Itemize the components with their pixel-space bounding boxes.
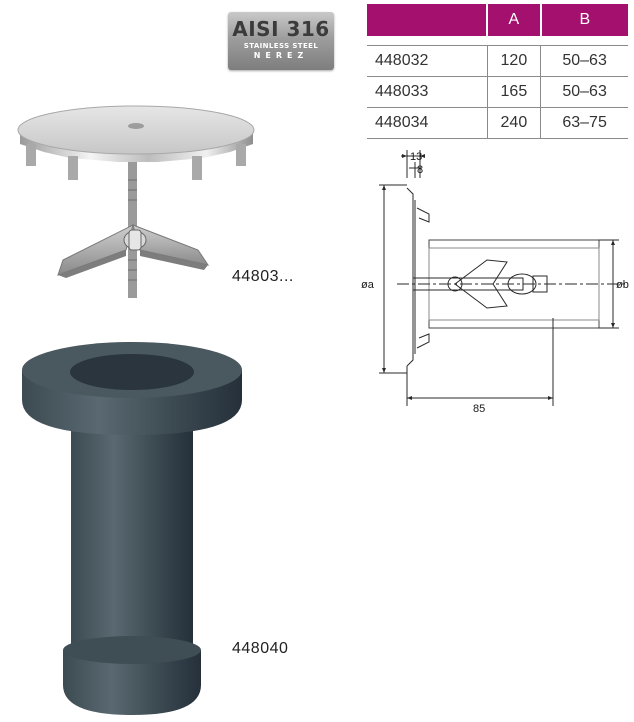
badge-subtitle-2: NEREZ bbox=[253, 51, 309, 60]
pvc-sleeve-image bbox=[22, 342, 242, 715]
cover-product-code: 44803... bbox=[232, 268, 294, 285]
table-cell-b: 50–63 bbox=[540, 76, 628, 108]
table-row: 448034 240 63–75 bbox=[367, 107, 628, 139]
stainless-cover-image bbox=[17, 105, 255, 298]
dim-8-label: 8 bbox=[417, 164, 423, 176]
table-row: 448033 165 50–63 bbox=[367, 76, 628, 108]
table-header-a: A bbox=[487, 4, 542, 36]
aisi-316-badge: AISI 316 STAINLESS STEEL NEREZ bbox=[228, 12, 334, 70]
table-cell-code: 448032 bbox=[367, 45, 488, 77]
table-row: 448032 120 50–63 bbox=[367, 45, 628, 77]
table-cell-b: 50–63 bbox=[540, 45, 628, 77]
table-spacer bbox=[367, 36, 628, 46]
table-cell-code: 448034 bbox=[367, 107, 488, 139]
badge-subtitle: STAINLESS STEEL bbox=[243, 42, 319, 50]
dimension-table: A B 448032 120 50–63 448033 165 50–63 44… bbox=[367, 4, 628, 139]
badge-title: AISI 316 bbox=[232, 17, 330, 41]
table-header-empty bbox=[367, 4, 489, 36]
table-header-b: B bbox=[540, 4, 628, 36]
table-cell-a: 120 bbox=[487, 45, 542, 77]
dim-13-label: 13 bbox=[410, 151, 422, 163]
table-cell-code: 448033 bbox=[367, 76, 488, 108]
table-cell-a: 165 bbox=[487, 76, 542, 108]
dim-b-label: øb bbox=[616, 279, 629, 291]
table-header-row: A B bbox=[367, 4, 628, 36]
dim-85-label: 85 bbox=[473, 403, 485, 415]
dim-a-label: øa bbox=[361, 279, 375, 291]
table-cell-a: 240 bbox=[487, 107, 542, 139]
sleeve-product-code: 448040 bbox=[232, 640, 289, 657]
technical-drawing: 13 8 øa øb 85 bbox=[361, 150, 629, 415]
table-cell-b: 63–75 bbox=[540, 107, 628, 139]
